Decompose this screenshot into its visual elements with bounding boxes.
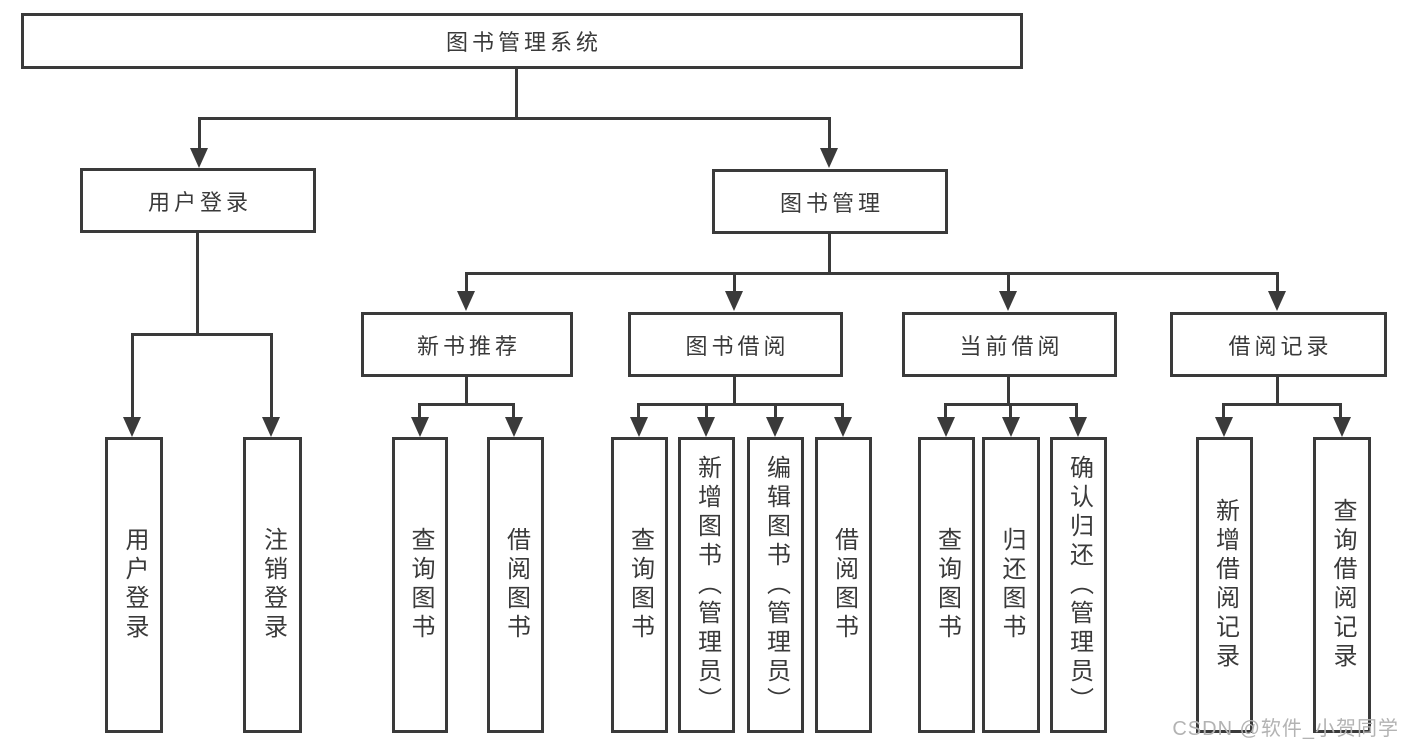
leaf-logout: 注销登录	[243, 437, 302, 733]
connector-line	[512, 403, 515, 418]
connector-line	[465, 272, 468, 293]
node-user-login: 用户登录	[80, 168, 316, 233]
leaf-query-books-current: 查询图书	[918, 437, 975, 733]
connector-book-mgmt-stem	[828, 233, 831, 275]
leaf-query-books-borrow: 查询图书	[611, 437, 668, 733]
arrowhead-down	[1002, 417, 1020, 437]
leaf-user-login: 用户登录	[105, 437, 163, 733]
arrowhead-down	[725, 291, 743, 311]
connector-l2-rail	[198, 117, 831, 120]
leaf-confirm-return-admin: 确认归还（管理员）	[1050, 437, 1107, 733]
arrowhead-down	[123, 417, 141, 437]
connector-line	[944, 403, 947, 418]
connector-l3-rail	[465, 272, 1279, 275]
connector-line	[1222, 403, 1225, 418]
arrowhead-down	[937, 417, 955, 437]
node-borrow-records: 借阅记录	[1170, 312, 1387, 377]
connector-user-login-stem	[196, 232, 199, 335]
leaf-borrow-books: 借阅图书	[815, 437, 872, 733]
leaf-add-book-admin: 新增图书（管理员）	[678, 437, 735, 733]
connector-rail	[1222, 403, 1342, 406]
connector-stem	[733, 376, 736, 406]
connector-line	[637, 403, 640, 418]
leaf-borrow-books-recommend: 借阅图书	[487, 437, 544, 733]
connector-line	[733, 272, 736, 293]
connector-stem	[1007, 376, 1010, 406]
arrowhead-down	[190, 148, 208, 168]
arrowhead-down	[834, 417, 852, 437]
connector-line	[1007, 272, 1010, 293]
connector-rail	[418, 403, 515, 406]
connector-root-stem	[515, 69, 518, 119]
leaf-edit-book-admin: 编辑图书（管理员）	[747, 437, 804, 733]
node-current-borrow: 当前借阅	[902, 312, 1117, 377]
connector-line	[1075, 403, 1078, 418]
arrowhead-down	[411, 417, 429, 437]
connector-line	[418, 403, 421, 418]
connector-line	[705, 403, 708, 418]
connector-line	[198, 117, 201, 149]
arrowhead-down	[766, 417, 784, 437]
node-root-system: 图书管理系统	[21, 13, 1023, 69]
arrowhead-down	[820, 148, 838, 168]
leaf-query-borrow-record: 查询借阅记录	[1313, 437, 1371, 733]
connector-line	[828, 117, 831, 149]
arrowhead-down	[630, 417, 648, 437]
arrowhead-down	[1268, 291, 1286, 311]
connector-line	[774, 403, 777, 418]
connector-line	[841, 403, 844, 418]
arrowhead-down	[999, 291, 1017, 311]
connector-user-login-rail	[131, 333, 273, 336]
arrowhead-down	[1333, 417, 1351, 437]
arrowhead-down	[1069, 417, 1087, 437]
connector-line	[270, 333, 273, 418]
connector-stem	[465, 376, 468, 406]
connector-stem	[1276, 376, 1279, 406]
connector-line	[1339, 403, 1342, 418]
connector-line	[1276, 272, 1279, 293]
connector-line	[131, 333, 134, 418]
leaf-add-borrow-record: 新增借阅记录	[1196, 437, 1253, 733]
node-book-borrow: 图书借阅	[628, 312, 843, 377]
connector-rail	[637, 403, 843, 406]
arrowhead-down	[262, 417, 280, 437]
leaf-query-books-recommend: 查询图书	[392, 437, 448, 733]
arrowhead-down	[697, 417, 715, 437]
arrowhead-down	[505, 417, 523, 437]
arrowhead-down	[1215, 417, 1233, 437]
connector-line	[1009, 403, 1012, 418]
leaf-return-book: 归还图书	[982, 437, 1040, 733]
arrowhead-down	[457, 291, 475, 311]
node-new-book-recommend: 新书推荐	[361, 312, 573, 377]
watermark: CSDN @软件_小贺同学	[1172, 718, 1399, 740]
node-book-management: 图书管理	[712, 169, 948, 234]
